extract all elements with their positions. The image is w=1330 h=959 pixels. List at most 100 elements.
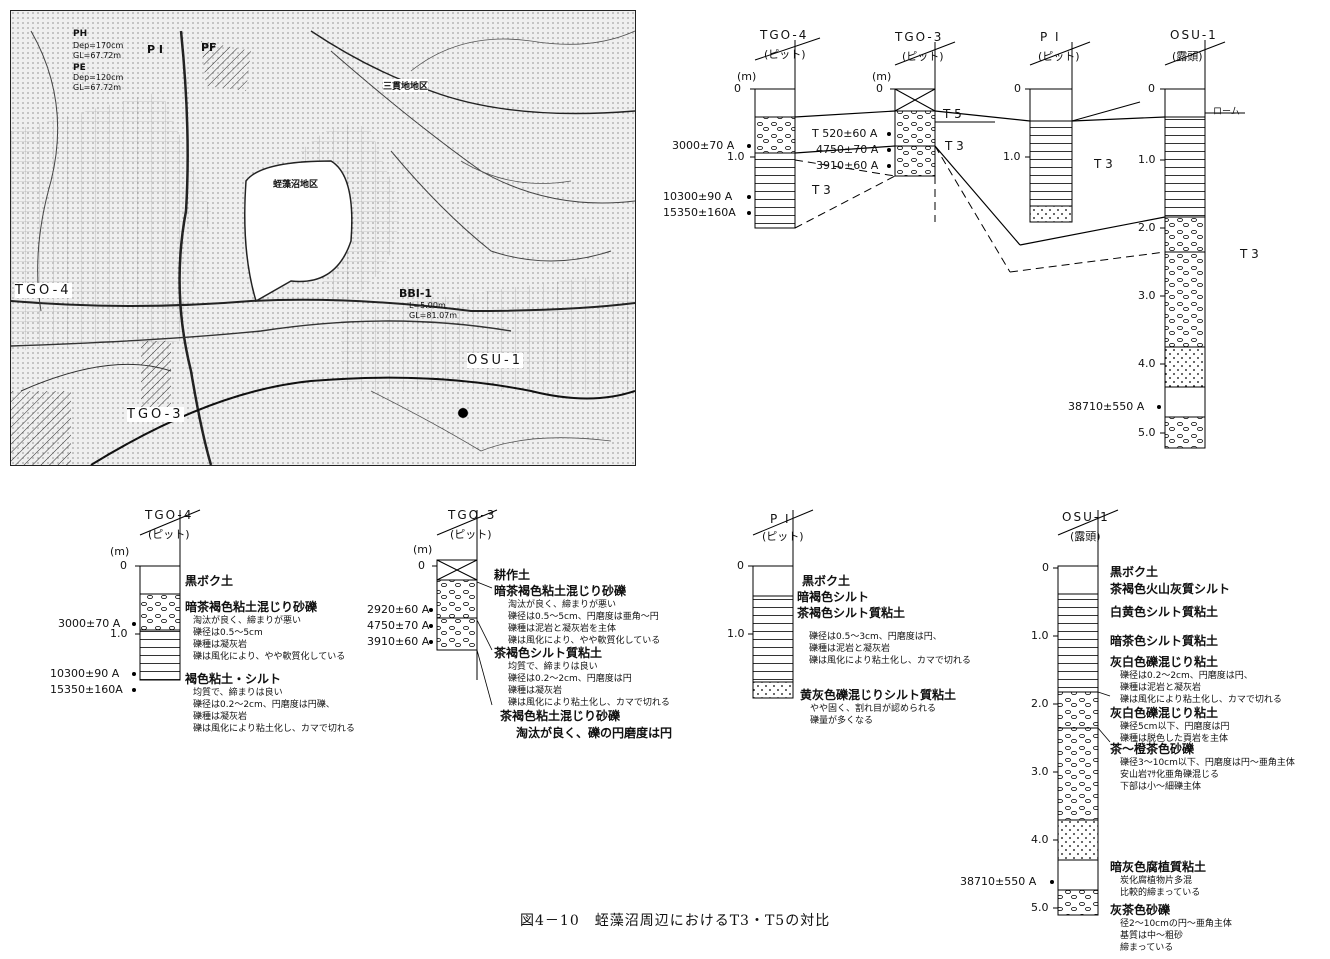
bottom-tgo3-layer-2: 茶褐色シルト質粘土 均質で、締まりは良い 礫径は0.2～2cm、円磨度は円 礫種…: [494, 644, 670, 709]
top-tgo4-tick-1: 1.0: [727, 150, 745, 163]
bottom-tgo3-age-1: 4750±70 A: [367, 619, 430, 632]
top-osu1-tick-2: 2.0: [1138, 221, 1156, 234]
top-tgo3-age-0: T 520±60 A: [812, 127, 878, 140]
bottom-tgo3-age-0: 2920±60 A: [367, 603, 430, 616]
desc-line: 均質で、締まりは良い: [193, 688, 283, 698]
layer-title: 褐色粘土・シルト: [185, 672, 282, 686]
map-label-bbi: BBI-1: [399, 287, 433, 300]
layer-title: 灰白色礫混じり粘土: [1110, 655, 1219, 669]
map-label-district-b: 蛭藻沼地区: [273, 177, 319, 190]
bottom-osu1-layer-6: 茶～橙茶色砂礫 礫径3～10cm以下、円磨度は円～亜角主体 安山岩ﾏｻ化亜角礫混…: [1110, 740, 1295, 793]
top-tgo3-sub: (ピット): [902, 50, 944, 63]
desc-line: 炭化腐植物片多混: [1120, 876, 1193, 886]
top-osu1-name: OSU-1: [1170, 28, 1218, 42]
desc-line: 礫径は0.5～5cm、円磨度は亜角～円: [508, 612, 659, 622]
top-osu1-t3: T 3: [1240, 247, 1259, 261]
map-label-pf: PF: [201, 41, 217, 54]
desc-line: 礫は風化により粘土化し、カマで切れる: [1120, 695, 1282, 705]
desc-line: 礫種は泥岩と凝灰岩: [1120, 683, 1202, 693]
map-label-pe: PE: [73, 63, 86, 73]
desc-line: 礫径は0.5～5cm: [193, 628, 263, 638]
desc-line: 締まっている: [1120, 943, 1174, 953]
desc-line: 淘汰が良く、締まりが悪い: [508, 600, 617, 610]
desc-line: 淘汰が良く、締まりが悪い: [193, 616, 302, 626]
desc-line: 礫種は泥岩と凝灰岩: [809, 644, 891, 654]
map-label-tgo4: TGO-4: [15, 283, 72, 298]
top-pi-tick-0: 0: [1014, 82, 1021, 95]
map-label-ph-gl: GL=67.72m: [73, 51, 122, 60]
layer-desc: やや固く、割れ目が認められる 礫量が多くなる: [800, 703, 956, 727]
top-tgo4-unit: (m): [737, 70, 757, 83]
desc-line: 礫種は凝灰岩: [193, 640, 248, 650]
top-tgo3-name: TGO-3: [895, 30, 944, 44]
top-osu1-loam: ローム: [1213, 107, 1240, 117]
bottom-osu1-tick-2: 2.0: [1031, 697, 1049, 710]
desc-line: 均質で、締まりは良い: [508, 662, 598, 672]
top-tgo3-age-2: 3910±60 A: [816, 159, 879, 172]
bottom-tgo3-unit: (m): [413, 543, 433, 556]
figure-caption: 図4－10 蛭藻沼周辺におけるT3・T5の対比: [520, 913, 831, 929]
bottom-osu1-tick-1: 1.0: [1031, 629, 1049, 642]
bottom-pi-layer-1: 暗褐色シルト: [797, 588, 869, 605]
osu1-point: [458, 408, 468, 418]
bottom-osu1-age: 38710±550 A: [960, 875, 1037, 888]
bottom-osu1-layer-7: 暗灰色腐植質粘土 炭化腐植物片多混 比較的締まっている: [1110, 858, 1206, 899]
bottom-osu1-name: OSU-1: [1062, 510, 1110, 524]
top-pi-name: P I: [1040, 30, 1061, 44]
map-label-district-a: 三貫地地区: [383, 79, 429, 92]
bottom-tgo3-age-2: 3910±60 A: [367, 635, 430, 648]
top-pi-tick-1: 1.0: [1003, 150, 1021, 163]
desc-line: 基質は中～粗砂: [1120, 931, 1184, 941]
desc-line: 礫径は0.2～2cm、円磨度は円: [508, 674, 632, 684]
layer-title: 黒ボク土: [802, 574, 851, 588]
top-osu1-tick-4: 4.0: [1138, 357, 1156, 370]
top-tgo4-sub: (ピット): [764, 48, 806, 61]
desc-line: 礫径3～10cm以下、円磨度は円～亜角主体: [1120, 758, 1295, 768]
desc-line: 礫は風化により粘土化し、カマで切れる: [809, 656, 971, 666]
map-label-ph: PH: [73, 29, 88, 39]
top-pi-sub: (ピット): [1038, 50, 1080, 63]
desc-line: 礫は風化により、やや軟質化している: [193, 652, 346, 662]
bottom-tgo3-name: TGO-3: [448, 508, 497, 522]
top-tgo4-age-0: 3000±70 A: [672, 139, 735, 152]
bottom-osu1-layer-5: 灰白色礫混じり粘土 礫径5cm以下、円磨度は円 礫種は脱色した頁岩を主体: [1110, 704, 1229, 745]
bottom-tgo3-layer-0: 耕作土: [494, 566, 530, 583]
bottom-osu1-layer-1: 茶褐色火山灰質シルト: [1110, 582, 1231, 596]
layer-title: 茶褐色シルト質粘土: [494, 646, 603, 660]
map-label-osu1: OSU-1: [467, 353, 523, 368]
top-osu1-tick-5: 5.0: [1138, 426, 1156, 439]
bottom-osu1-layer-0: 黒ボク土: [1110, 565, 1159, 579]
layer-title: 黄灰色礫混じりシルト質粘土: [800, 688, 957, 702]
top-tgo4-tick-0: 0: [734, 82, 741, 95]
bottom-tgo4-layer-2: 褐色粘土・シルト 均質で、締まりは良い 礫径は0.2～2cm、円磨度は円礫、 礫…: [185, 670, 355, 735]
bottom-tgo3-sub: (ピット): [450, 528, 492, 541]
bottom-pi-name: P I: [770, 512, 791, 526]
layer-desc: 礫径3～10cm以下、円磨度は円～亜角主体 安山岩ﾏｻ化亜角礫混じる 下部は小～…: [1110, 757, 1295, 793]
map-label-bbi-l: L=5.00m: [409, 301, 446, 310]
desc-line: 礫種は凝灰岩: [193, 712, 248, 722]
layer-title: 暗褐色シルト: [797, 590, 870, 604]
desc-line: 礫径5cm以下、円磨度は円: [1120, 722, 1230, 732]
bottom-pi-layer-2: 茶褐色シルト質粘土 礫径は0.5～3cm、円磨度は円、 礫種は泥岩と凝灰岩 礫は…: [797, 604, 971, 667]
layer-desc: 均質で、締まりは良い 礫径は0.2～2cm、円磨度は円礫、 礫種は凝灰岩 礫は風…: [185, 687, 355, 735]
map-label-bbi-gl: GL=81.07m: [409, 311, 458, 320]
bottom-tgo3-tick-0: 0: [418, 559, 425, 572]
desc-line: 下部は小～細礫主体: [1120, 782, 1202, 792]
desc-line: 礫は風化により粘土化し、カマで切れる: [193, 724, 355, 734]
top-tgo3-unit: (m): [872, 70, 892, 83]
bottom-tgo4-layer-0: 黒ボク土: [185, 572, 233, 589]
bottom-osu1-tick-5: 5.0: [1031, 901, 1049, 914]
bottom-tgo4-sub: (ピット): [148, 528, 190, 541]
bottom-osu1-sub: (露頭): [1070, 530, 1101, 543]
bottom-tgo3-layer-1: 暗茶褐色粘土混じり砂礫 淘汰が良く、締まりが悪い 礫径は0.5～5cm、円磨度は…: [494, 582, 660, 647]
top-tgo3-tick-0: 0: [876, 82, 883, 95]
top-pi-t3: T 3: [1094, 157, 1113, 171]
bottom-columns-drawing: [132, 509, 1119, 916]
layer-title: 耕作土: [494, 568, 531, 582]
bottom-pi-layer-3: 黄灰色礫混じりシルト質粘土 やや固く、割れ目が認められる 礫量が多くなる: [800, 686, 956, 727]
layer-desc: 礫径5cm以下、円磨度は円 礫種は脱色した頁岩を主体: [1110, 721, 1229, 745]
map-label-pi: P I: [147, 43, 163, 56]
top-tgo3-t3: T 3: [945, 139, 964, 153]
bottom-tgo4-tick-1: 1.0: [110, 627, 128, 640]
desc-line: やや固く、割れ目が認められる: [810, 704, 937, 714]
